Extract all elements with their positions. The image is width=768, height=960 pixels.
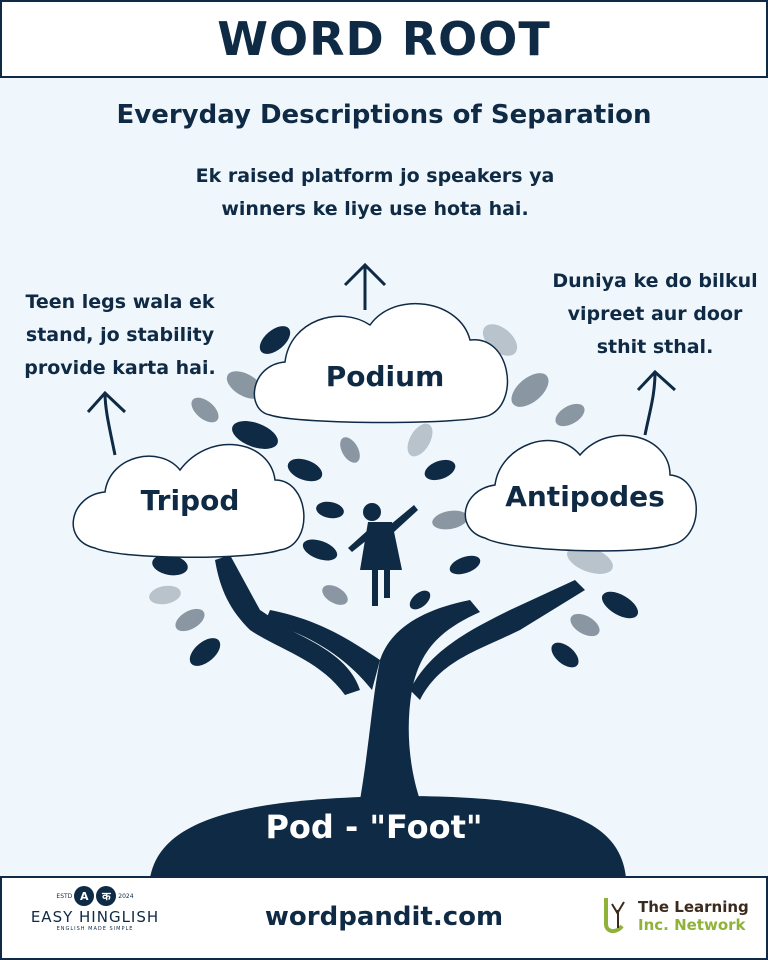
tripod-definition: Teen legs wala ek stand, jo stability pr… — [24, 291, 216, 379]
arrow-up-icon — [86, 390, 127, 456]
word-antipodes: Antipodes — [505, 480, 665, 513]
child-silhouette — [348, 503, 418, 606]
cloud-podium — [253, 302, 509, 424]
left-hand — [215, 555, 360, 695]
learning-network-logo: The Learning Inc. Network — [602, 896, 749, 936]
footer: ESTD A क 2024 EASY HINGLISH ENGLISH MADE… — [0, 876, 768, 960]
antipodes-definition: Duniya ke do bilkul vipreet aur door sth… — [552, 270, 758, 358]
left-branch — [265, 610, 380, 690]
website-link[interactable]: wordpandit.com — [264, 902, 504, 932]
word-podium: Podium — [325, 360, 445, 393]
easy-hinglish-name: EASY HINGLISH — [30, 908, 160, 926]
leaves — [149, 324, 639, 668]
tree-logo-icon — [604, 898, 625, 933]
word-tripod: Tripod — [140, 484, 240, 517]
easy-hinglish-logo: ESTD A क 2024 EASY HINGLISH ENGLISH MADE… — [30, 886, 160, 932]
right-hand — [410, 580, 585, 700]
easy-hinglish-tagline: ENGLISH MADE SIMPLE — [56, 926, 134, 932]
arrow-up-icon — [343, 262, 387, 310]
logo-bubbles: ESTD A क 2024 — [30, 886, 160, 906]
network-line1: The Learning — [638, 898, 749, 916]
cloud-antipodes — [464, 434, 697, 552]
estd-label: ESTD — [56, 892, 73, 900]
clouds — [72, 302, 697, 558]
root-meaning: Pod - "Foot" — [265, 808, 483, 846]
ground-mound — [150, 796, 626, 878]
podium-definition: Ek raised platform jo speakers ya winner… — [195, 165, 555, 220]
subtitle: Everyday Descriptions of Separation — [116, 100, 652, 130]
year-label: 2024 — [118, 892, 134, 900]
network-text: The Learning Inc. Network — [638, 898, 749, 934]
bubble-a: A — [74, 886, 95, 906]
cloud-tripod — [72, 443, 305, 558]
page-title: WORD ROOT — [217, 12, 551, 66]
bubble-ka: क — [96, 886, 117, 906]
network-line2: Inc. Network — [638, 916, 746, 934]
title-banner: WORD ROOT — [0, 0, 768, 78]
tree-trunk — [360, 600, 480, 800]
tree-illustration — [72, 262, 697, 878]
arrow-up-icon — [636, 369, 677, 436]
arrows — [86, 262, 677, 456]
